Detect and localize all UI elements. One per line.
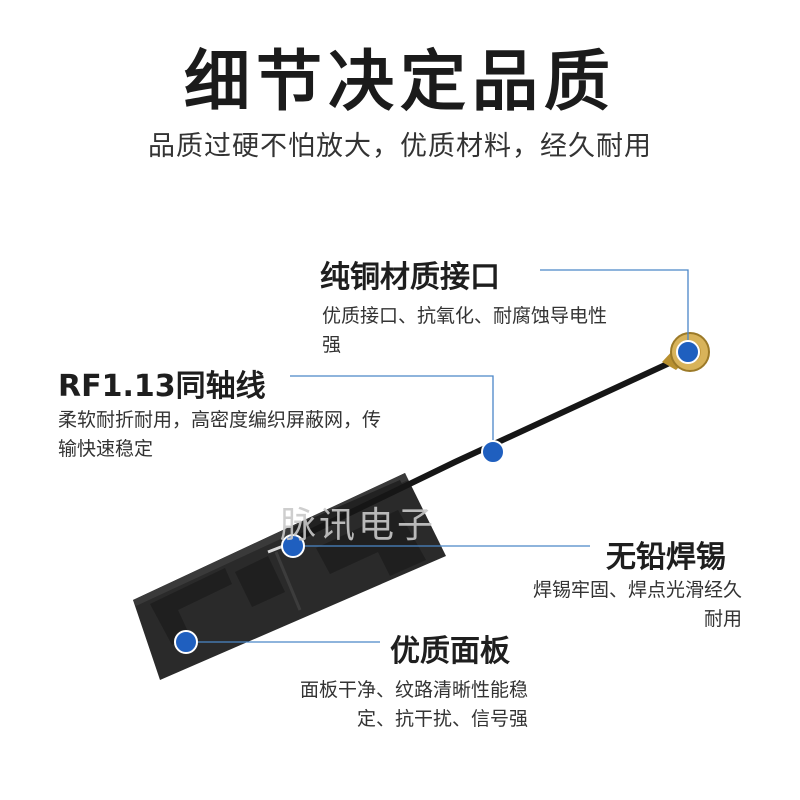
callout-solder-title: 无铅焊锡 — [606, 540, 726, 575]
callout-panel-desc: 面板干净、纹路清晰性能稳定、抗干扰、信号强 — [299, 679, 528, 730]
callout-copper-title: 纯铜材质接口 — [320, 260, 500, 295]
callout-solder-desc: 焊锡牢固、焊点光滑经久耐用 — [532, 579, 742, 630]
leader-lines — [186, 269, 689, 643]
marker-coax-cable — [481, 440, 505, 464]
callout-panel-title: 优质面板 — [390, 634, 510, 669]
marker-lead-free-solder — [281, 534, 305, 558]
marker-quality-panel — [174, 630, 198, 654]
antenna-panel — [133, 473, 446, 680]
callout-copper-desc: 优质接口、抗氧化、耐腐蚀导电性强 — [322, 305, 608, 356]
callout-coax-desc: 柔软耐折耐用，高密度编织屏蔽网，传输快速稳定 — [58, 409, 382, 460]
callout-coax-title: RF1.13同轴线 — [58, 369, 266, 404]
page-title: 细节决定品质 — [184, 43, 616, 120]
page-subtitle: 品质过硬不怕放大，优质材料，经久耐用 — [148, 131, 652, 162]
marker-copper-interface — [676, 340, 700, 364]
watermark: 脉讯电子 — [280, 505, 437, 546]
callout-markers — [174, 340, 700, 654]
